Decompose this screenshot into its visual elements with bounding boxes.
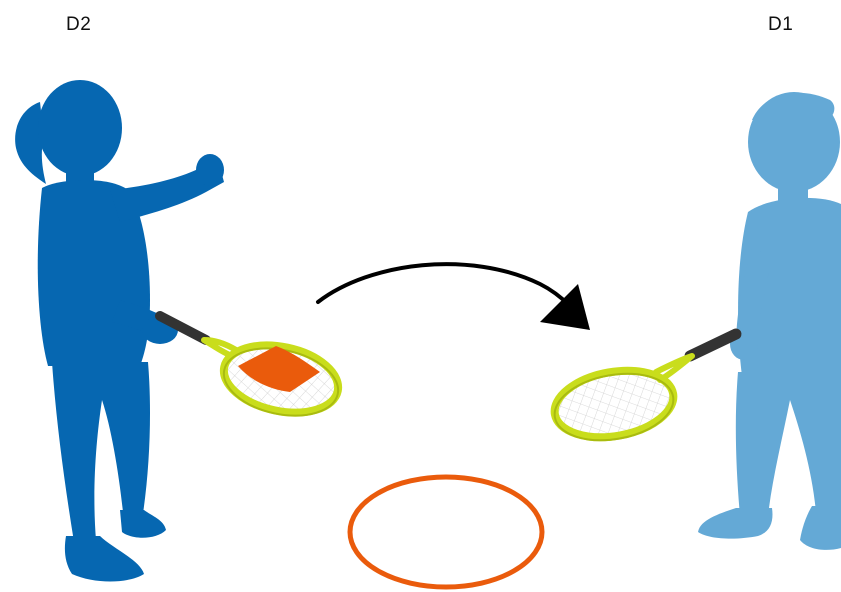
right-player-silhouette bbox=[698, 92, 841, 550]
hoop-icon bbox=[350, 477, 542, 587]
curved-arrow-icon bbox=[318, 264, 590, 330]
right-racket-icon bbox=[549, 334, 736, 449]
